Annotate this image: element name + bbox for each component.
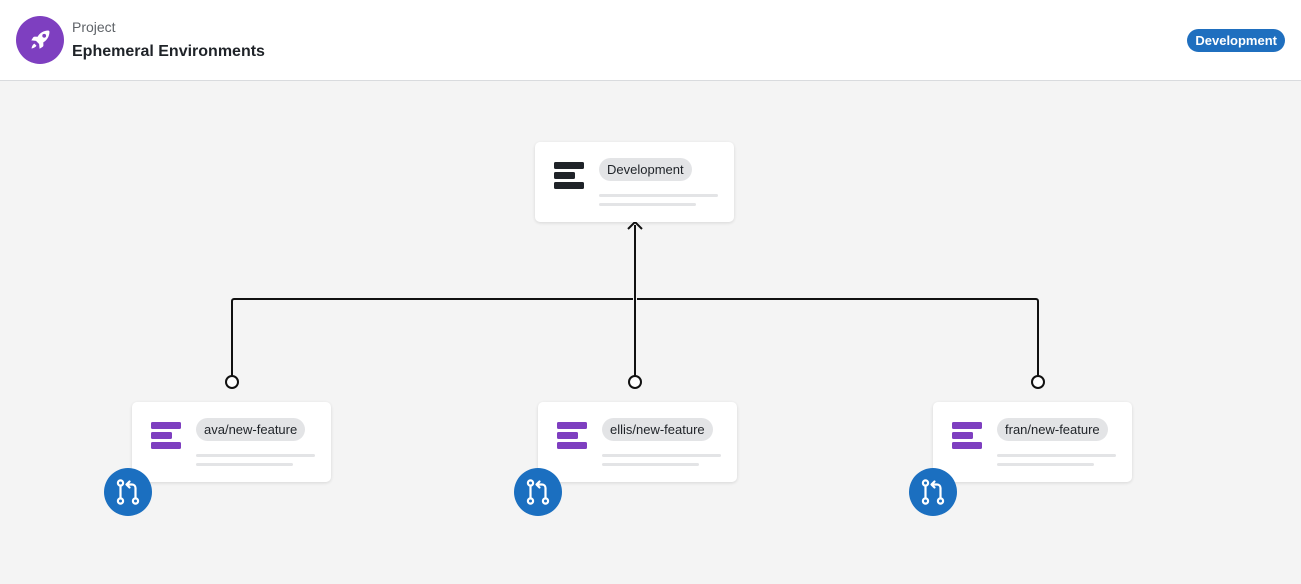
environment-badge[interactable]: Development xyxy=(1187,29,1285,52)
pull-request-badge-fran[interactable] xyxy=(909,468,957,516)
project-header: Project Ephemeral Environments Developme… xyxy=(0,0,1301,81)
server-icon xyxy=(952,422,982,449)
pull-request-badge-ava[interactable] xyxy=(104,468,152,516)
environment-name-chip: Development xyxy=(599,158,692,181)
environment-graph-canvas: Development ava/new-feature xyxy=(0,81,1301,584)
placeholder-line xyxy=(997,454,1116,457)
placeholder-line xyxy=(602,454,721,457)
placeholder-line xyxy=(602,463,699,466)
connector-port-ellis xyxy=(628,375,642,389)
environment-name-chip: ava/new-feature xyxy=(196,418,306,441)
server-icon xyxy=(557,422,587,449)
environment-node-ellis-new-feature[interactable]: ellis/new-feature xyxy=(538,402,737,482)
connector-port-fran xyxy=(1031,375,1045,389)
placeholder-line xyxy=(997,463,1094,466)
pull-request-icon xyxy=(526,479,550,505)
environment-name-chip: ellis/new-feature xyxy=(602,418,713,441)
project-avatar[interactable] xyxy=(16,16,64,64)
placeholder-line xyxy=(599,194,718,197)
environment-node-development[interactable]: Development xyxy=(535,142,734,222)
pull-request-badge-ellis[interactable] xyxy=(514,468,562,516)
environment-node-fran-new-feature[interactable]: fran/new-feature xyxy=(933,402,1132,482)
pull-request-icon xyxy=(921,479,945,505)
arrow-head-icon xyxy=(627,220,643,230)
placeholder-line xyxy=(196,454,315,457)
edge-fran-to-development xyxy=(637,298,1039,376)
placeholder-line xyxy=(599,203,696,206)
graph-edges xyxy=(225,220,1045,389)
pull-request-icon xyxy=(116,479,140,505)
placeholder-line xyxy=(196,463,293,466)
header-eyebrow: Project xyxy=(72,19,116,35)
connector-port-ava xyxy=(225,375,239,389)
environment-name-chip: fran/new-feature xyxy=(997,418,1108,441)
edge-ava-to-development xyxy=(231,298,633,376)
environment-node-ava-new-feature[interactable]: ava/new-feature xyxy=(132,402,331,482)
project-title: Ephemeral Environments xyxy=(72,43,265,60)
rocket-icon xyxy=(31,30,50,49)
server-icon xyxy=(554,162,584,189)
server-icon xyxy=(151,422,181,449)
